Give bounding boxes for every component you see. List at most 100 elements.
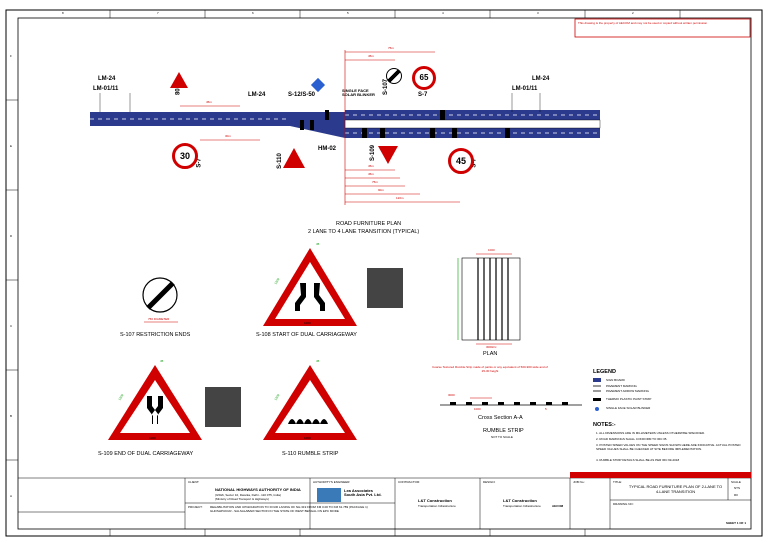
s109-dim-45: 45 xyxy=(160,359,164,363)
label-lm24-mid: LM-24 xyxy=(248,92,266,98)
design-name: L&T Construction xyxy=(503,498,537,503)
road-plan xyxy=(90,50,601,205)
dim-75m-top: 75m xyxy=(388,46,394,50)
scale-value: NTS xyxy=(734,486,740,490)
s108-sign-graphic xyxy=(263,248,357,326)
dim-30m: 30m xyxy=(225,134,231,138)
s108-dim-45: 45 xyxy=(316,242,320,246)
legend-title: LEGEND xyxy=(593,369,616,375)
title-label: TITLE: xyxy=(613,480,623,484)
s110-sign-graphic xyxy=(263,365,357,440)
s108-dim-1000: 1000 xyxy=(304,321,311,325)
s110-dim-45: 45 xyxy=(316,359,320,363)
rumble-dim-top: 1000 xyxy=(488,248,495,252)
s109-caption: S-109 END OF DUAL CARRIAGEWAY xyxy=(98,451,194,457)
warning-triangle-s109 xyxy=(378,146,398,164)
grid-ref-D: D xyxy=(10,234,13,238)
label-s12-50: S-12/S-50 xyxy=(288,92,316,98)
rumble-strip-sub: NOT TO SCALE xyxy=(491,435,513,439)
legend-item-3: PAVEMENT ARROW MARKING xyxy=(606,389,650,393)
label-lm0111-left: LM-01/11 xyxy=(93,86,119,92)
contractor-label: CONTRACTOR: xyxy=(398,480,420,484)
rumble-dim-bottom: 3000c/c xyxy=(486,345,497,349)
authority-label: AUTHORITY'S ENGINEER: xyxy=(313,480,351,484)
label-single-face: SINGLE FACE SOLAR BLINKER xyxy=(342,88,375,97)
label-s7-left: S-7 xyxy=(196,158,203,168)
label-s109: S-109 xyxy=(370,144,377,162)
drawing-no-label: DRAWING NO: xyxy=(613,502,634,506)
dim-75m: 75m xyxy=(372,180,378,184)
client-label: CLIENT: xyxy=(188,480,200,484)
drawing-title: TYPICAL ROAD FURNITURE PLAN OF 2-LANE TO… xyxy=(628,484,723,495)
warning-triangle-s108 xyxy=(170,72,188,88)
grid-ref-C: C xyxy=(10,324,13,328)
title-block-frame xyxy=(18,477,751,529)
label-s110: S-110 xyxy=(276,153,283,169)
speed-sign-top: 65 xyxy=(412,66,436,90)
speed-sign-right: 45 xyxy=(448,148,474,174)
s107-sign-graphic xyxy=(142,277,178,323)
scale-label: SCALE xyxy=(731,480,741,484)
label-hm02: HM-02 xyxy=(318,146,337,152)
legend-item-5: SINGLE FACE SOLAR BLINKER xyxy=(606,406,651,410)
copyright-note: This drawing is the property of AECOM an… xyxy=(578,21,708,25)
rumble-dim-b: 1000 xyxy=(474,407,481,411)
note-1: 1. ALL DIMENSIONS ARE IN MILLIMETERS UNL… xyxy=(596,431,706,435)
grid-ref-6: 6 xyxy=(252,11,254,15)
s110-caption: S-110 RUMBLE STRIP xyxy=(282,451,339,457)
dim-45m-b: 45m xyxy=(368,172,374,176)
grid-ref-3: 3 xyxy=(537,11,539,15)
legend-symbols xyxy=(593,378,601,411)
dim-45m-top: 45m xyxy=(368,54,374,58)
legend-item-2: PAVEMENT MARKING xyxy=(606,384,637,388)
grid-ref-E: E xyxy=(10,144,13,148)
s109-dim-1000: 1000 xyxy=(149,436,156,440)
label-s7-top: S-7 xyxy=(418,92,428,98)
dim-45m-left: 45m xyxy=(206,100,212,104)
design-label: DESIGN: xyxy=(483,480,496,484)
s107-caption: S-107 RESTRICTION ENDS xyxy=(120,332,191,338)
job-no-label: JOB No.: xyxy=(573,480,586,484)
grid-ref-A: A xyxy=(10,494,13,498)
plan-title: ROAD FURNITURE PLAN xyxy=(336,221,402,227)
label-lm24-left: LM-24 xyxy=(98,76,116,82)
design-company: AECOM xyxy=(552,504,564,508)
sheet-number: SHEET 1 OF 1 xyxy=(726,521,747,525)
plan-subtitle: 2 LANE TO 4 LANE TRANSITION (TYPICAL) xyxy=(308,229,420,235)
rumble-dim-a: 3000 xyxy=(448,393,455,397)
note-4: 4. RUMBLE STRIP DETAILS SHALL BE AS PER … xyxy=(596,458,680,462)
grid-ref-5: 5 xyxy=(347,11,349,15)
rumble-plan-caption: PLAN xyxy=(483,351,498,357)
dim-120m: 120m xyxy=(396,196,404,200)
speed-value-left: 30 xyxy=(179,151,190,161)
restriction-ends-top xyxy=(386,68,402,84)
grid-ref-4: 4 xyxy=(442,11,444,15)
contractor-sub: Transportation Infrastructure xyxy=(418,504,456,508)
note-3: 3. POSTED SPEED VALUES ON THE SPEED SIGN… xyxy=(596,443,741,451)
grid-ref-F: F xyxy=(10,54,12,58)
engineer-name: Lea Associates South Asia Pvt. Ltd. xyxy=(344,488,382,498)
legend-item-4: THERMO PLASTIC PAINT STRIP xyxy=(606,397,652,401)
grid-ref-B: B xyxy=(10,414,13,418)
rumble-strip-caption: RUMBLE STRIP xyxy=(483,428,524,434)
contractor-name: L&T Construction xyxy=(418,498,452,503)
grid-ref-8: 8 xyxy=(62,11,64,15)
legend-item-1: SIGN BOARD xyxy=(606,378,625,382)
s109-sign-graphic xyxy=(108,365,202,440)
s110-dim-1000: 1000 xyxy=(304,436,311,440)
client-address: (G5&6, Sector 10, Dwarka, Delhi - 110 07… xyxy=(215,493,281,501)
note-2: 2. ROAD MARKINGS SHALL CONFORM TO IRC:35… xyxy=(596,437,668,441)
speed-value-right: 45 xyxy=(455,156,466,166)
s108-caption: S-108 START OF DUAL CARRIAGEWAY xyxy=(256,332,357,338)
dim-45m-a: 45m xyxy=(368,164,374,168)
project-label: PROJECT: xyxy=(188,505,203,509)
rumble-plan-graphic xyxy=(457,253,521,345)
rumble-dim-c: 5 xyxy=(545,407,547,411)
speed-value-top: 65 xyxy=(419,73,429,82)
grid-ref-7: 7 xyxy=(157,11,159,15)
revision: R0 xyxy=(734,493,738,497)
client-name: NATIONAL HIGHWAYS AUTHORITY OF INDIA xyxy=(215,487,301,492)
rumble-section-note: Coarse Textured Rumble Strip made of pai… xyxy=(432,365,548,373)
s107-dim: 750 DIAMETER xyxy=(148,317,170,321)
dim-90m: 90m xyxy=(378,188,384,192)
